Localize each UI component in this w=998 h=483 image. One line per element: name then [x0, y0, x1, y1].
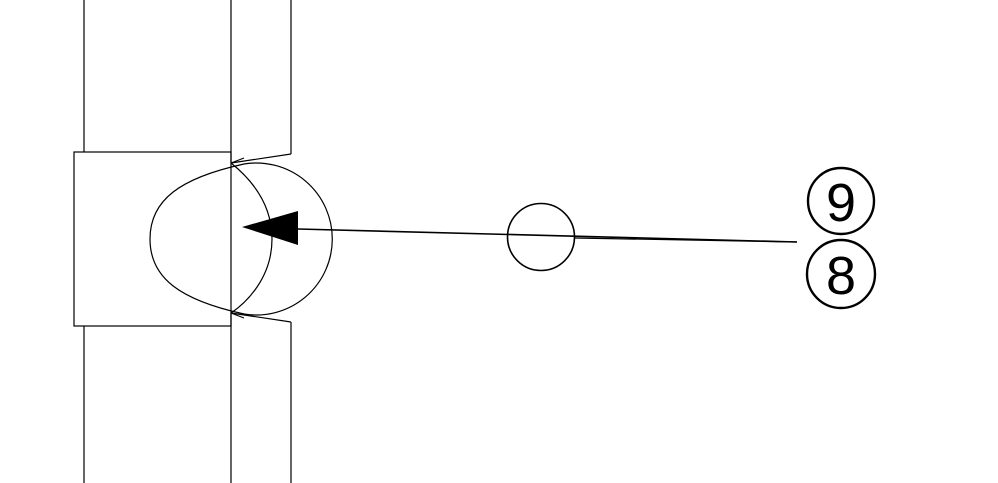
leader-line — [242, 211, 798, 245]
socket-block — [73, 151, 232, 327]
filled-triangle-arrow-icon — [242, 211, 298, 245]
balloon-9-label: 9 — [826, 173, 856, 233]
circle-weld-all-around-icon — [506, 202, 576, 272]
balloon-9: 9 — [806, 166, 876, 236]
balloon-8-label: 8 — [826, 246, 856, 306]
flared-edges — [230, 153, 292, 323]
balloon-8: 8 — [805, 238, 877, 310]
post-outline — [83, 0, 292, 483]
ball-profile — [149, 162, 333, 316]
